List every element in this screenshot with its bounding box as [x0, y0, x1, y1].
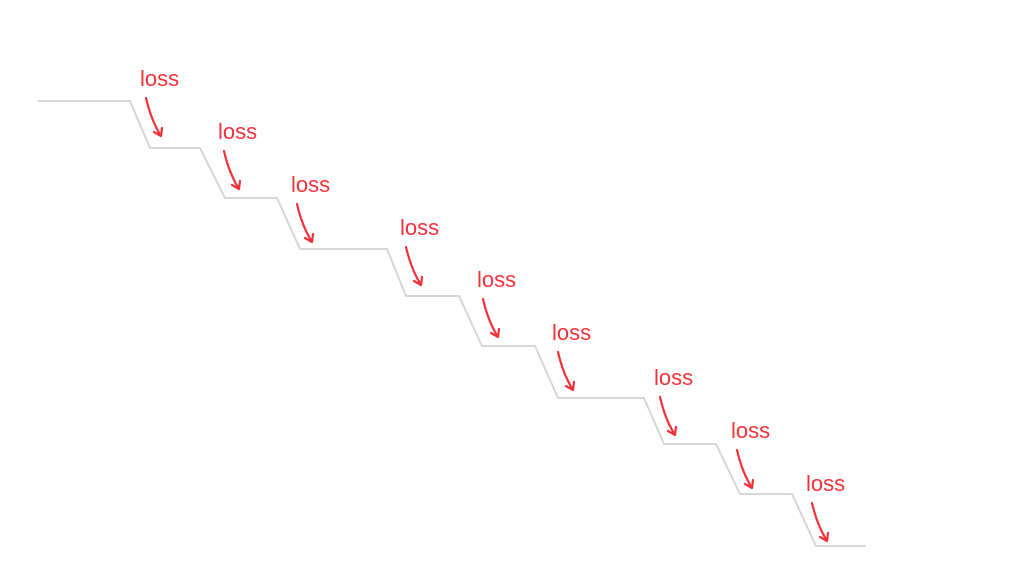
staircase-line [38, 100, 866, 547]
arrow-icon [556, 350, 576, 392]
loss-label: loss [140, 66, 180, 91]
arrow-icon [481, 297, 501, 339]
arrow-icon [658, 395, 678, 437]
loss-label: loss [218, 119, 258, 144]
loss-label: loss [477, 267, 517, 292]
loss-label: loss [806, 471, 846, 496]
loss-label: loss [654, 365, 694, 390]
loss-label: loss [291, 172, 331, 197]
loss-label: loss [400, 215, 440, 240]
arrow-icon [144, 96, 164, 138]
arrow-icon [735, 448, 755, 490]
arrow-icon [295, 202, 315, 244]
arrow-icon [222, 149, 242, 191]
loss-label: loss [552, 320, 592, 345]
arrow-icon [404, 245, 424, 287]
loss-label: loss [731, 418, 771, 443]
arrow-icon [810, 501, 830, 543]
